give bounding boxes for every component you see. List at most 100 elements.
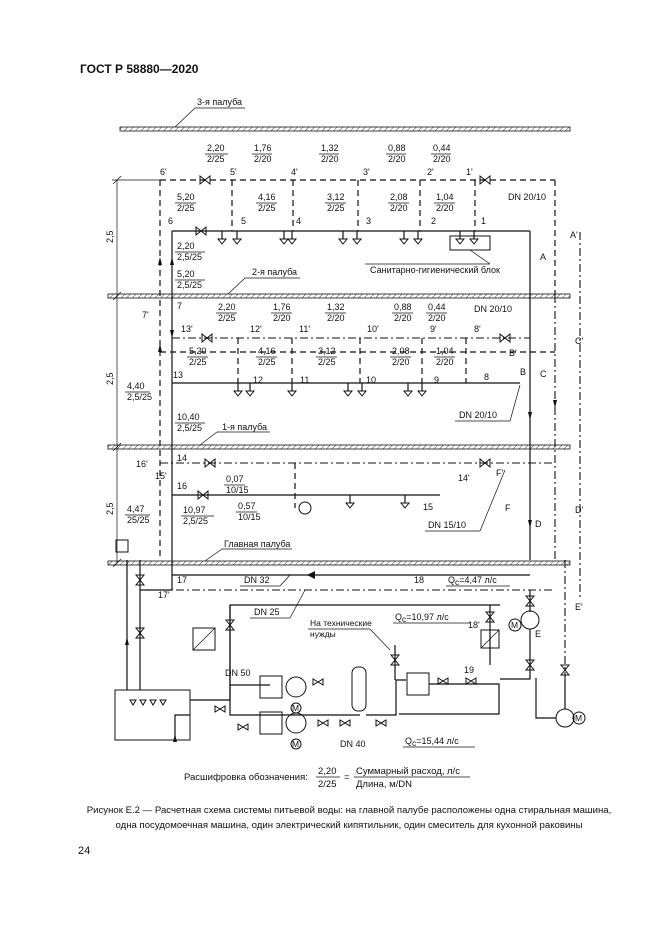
riser-Dp: D' <box>575 505 583 515</box>
legend: Расшифровка обозначения: 2,20 2/25 = Сум… <box>184 766 470 790</box>
node-4: 4 <box>296 216 301 226</box>
node-16p: 16' <box>136 459 148 469</box>
node-6: 6 <box>168 216 173 226</box>
document-header: ГОСТ Р 58880—2020 <box>80 62 199 76</box>
r2b5a: 1,04 <box>436 346 454 356</box>
legend-title: Расшифровка обозначения: <box>184 772 308 783</box>
node-10p: 10' <box>367 324 379 334</box>
node-13p: 13' <box>181 324 193 334</box>
deck-1 <box>107 444 571 450</box>
r3b2b: 2/25 <box>258 203 276 213</box>
node-16: 16 <box>177 481 187 491</box>
height-1: 2,5 <box>105 230 115 243</box>
r2t2a: 1,76 <box>273 302 291 312</box>
node-1p: 1' <box>466 167 473 177</box>
r1a: 0,07 <box>226 474 244 484</box>
deck-labels: 3-я палуба 2-я палуба 1-я палуба Главная… <box>174 97 300 562</box>
r2t1a: 2,20 <box>218 302 236 312</box>
height-dimensions: 2,5 2,5 2,5 <box>105 175 160 568</box>
r2t4b: 2/20 <box>394 313 412 323</box>
node-13: 13 <box>173 370 183 380</box>
dn3: DN 20/10 <box>508 192 546 202</box>
r1d: 10/15 <box>238 512 261 522</box>
legend-top: Суммарный расход, л/с <box>356 766 460 777</box>
node-3: 3 <box>366 216 371 226</box>
deck-main-label: Главная палуба <box>224 539 290 549</box>
riser-Fp: F' <box>496 468 503 478</box>
node-12: 12 <box>253 375 263 385</box>
legend-num: 2,20 <box>318 766 337 777</box>
r2b2a: 4,16 <box>258 346 276 356</box>
risers: A A' B B' C C' F F' D D' E E' <box>496 230 583 680</box>
v3c: 5,20 <box>177 269 195 279</box>
r3t2b: 2/20 <box>254 154 272 164</box>
r2b1b: 2/25 <box>189 357 207 367</box>
r3t4b: 2/20 <box>388 154 406 164</box>
main-deck-network: M M M M <box>114 539 586 750</box>
motor-1: M <box>292 703 299 713</box>
q3: Qc=15,44 л/с <box>405 736 459 748</box>
floor-2-labels: 7' 7 13' 12' 11' 10' 9' 8' 2,20 2/25 1,7… <box>125 301 521 433</box>
r3t1b: 2/25 <box>207 154 225 164</box>
riser-Cp: C' <box>575 336 583 346</box>
node-11p: 11' <box>299 324 310 334</box>
v3b: 2,5/25 <box>177 252 202 262</box>
r3b4a: 2,08 <box>390 192 408 202</box>
r2b4a: 2,08 <box>392 346 410 356</box>
node-14: 14 <box>177 453 187 463</box>
r3t5a: 0,44 <box>433 143 451 153</box>
node-8: 8 <box>484 372 489 382</box>
r3b1b: 2/25 <box>177 203 195 213</box>
node-6p: 6' <box>160 167 167 177</box>
r3t2a: 1,76 <box>254 143 272 153</box>
deck-3 <box>119 126 571 132</box>
figure-caption: Рисунок Е.2 — Расчетная схема системы пи… <box>86 805 612 831</box>
node-4p: 4' <box>291 167 298 177</box>
node-2p: 2' <box>427 167 434 177</box>
legend-den: 2/25 <box>318 779 337 790</box>
riser-E: E <box>535 629 541 639</box>
r2t3b: 2/20 <box>327 313 345 323</box>
floor3-fixtures <box>216 231 491 251</box>
r2b1a: 5,20 <box>189 346 207 356</box>
v3a: 2,20 <box>177 241 195 251</box>
dn1: DN 15/10 <box>428 520 466 530</box>
height-3: 2,5 <box>105 502 115 515</box>
r2b3b: 2/25 <box>318 357 336 367</box>
r2t5b: 2/20 <box>428 313 446 323</box>
dn2a: DN 20/10 <box>474 304 512 314</box>
riser-A: A <box>540 252 546 262</box>
node-18p: 18' <box>468 620 480 630</box>
r3b3b: 2/25 <box>327 203 345 213</box>
dn50: DN 50 <box>225 668 251 678</box>
node-15: 15 <box>423 502 433 512</box>
r3t5b: 2/20 <box>433 154 451 164</box>
deck2-label: 2-я палуба <box>252 267 297 277</box>
deck-main <box>107 560 571 566</box>
node-5p: 5' <box>230 167 237 177</box>
node-17p: 17' <box>158 590 170 600</box>
r2t1b: 2/25 <box>218 313 236 323</box>
node-17: 17 <box>177 575 187 585</box>
r2b5b: 2/20 <box>436 357 454 367</box>
r2t4a: 0,88 <box>394 302 412 312</box>
floor-3-labels: 6' 5' 4' 3' 2' 1' 2,20 2/25 1,76 2/20 1,… <box>160 143 546 290</box>
v1d: 2,5/25 <box>183 516 208 526</box>
r3t3b: 2/20 <box>321 154 339 164</box>
node-7: 7 <box>177 301 182 311</box>
node-15p: 15' <box>155 471 167 481</box>
node-9p: 9' <box>430 324 437 334</box>
node-2: 2 <box>431 216 436 226</box>
riser-Ep: E' <box>575 602 583 612</box>
riser-F: F <box>505 503 511 513</box>
r3b2a: 4,16 <box>258 192 276 202</box>
motor-2: M <box>292 739 299 749</box>
node-3p: 3' <box>363 167 370 177</box>
node-9: 9 <box>434 375 439 385</box>
v2c: 10,40 <box>177 412 200 422</box>
r2t2b: 2/20 <box>273 313 291 323</box>
height-2: 2,5 <box>105 372 115 385</box>
tech-2: нужды <box>310 629 336 639</box>
r3t3a: 1,32 <box>321 143 339 153</box>
